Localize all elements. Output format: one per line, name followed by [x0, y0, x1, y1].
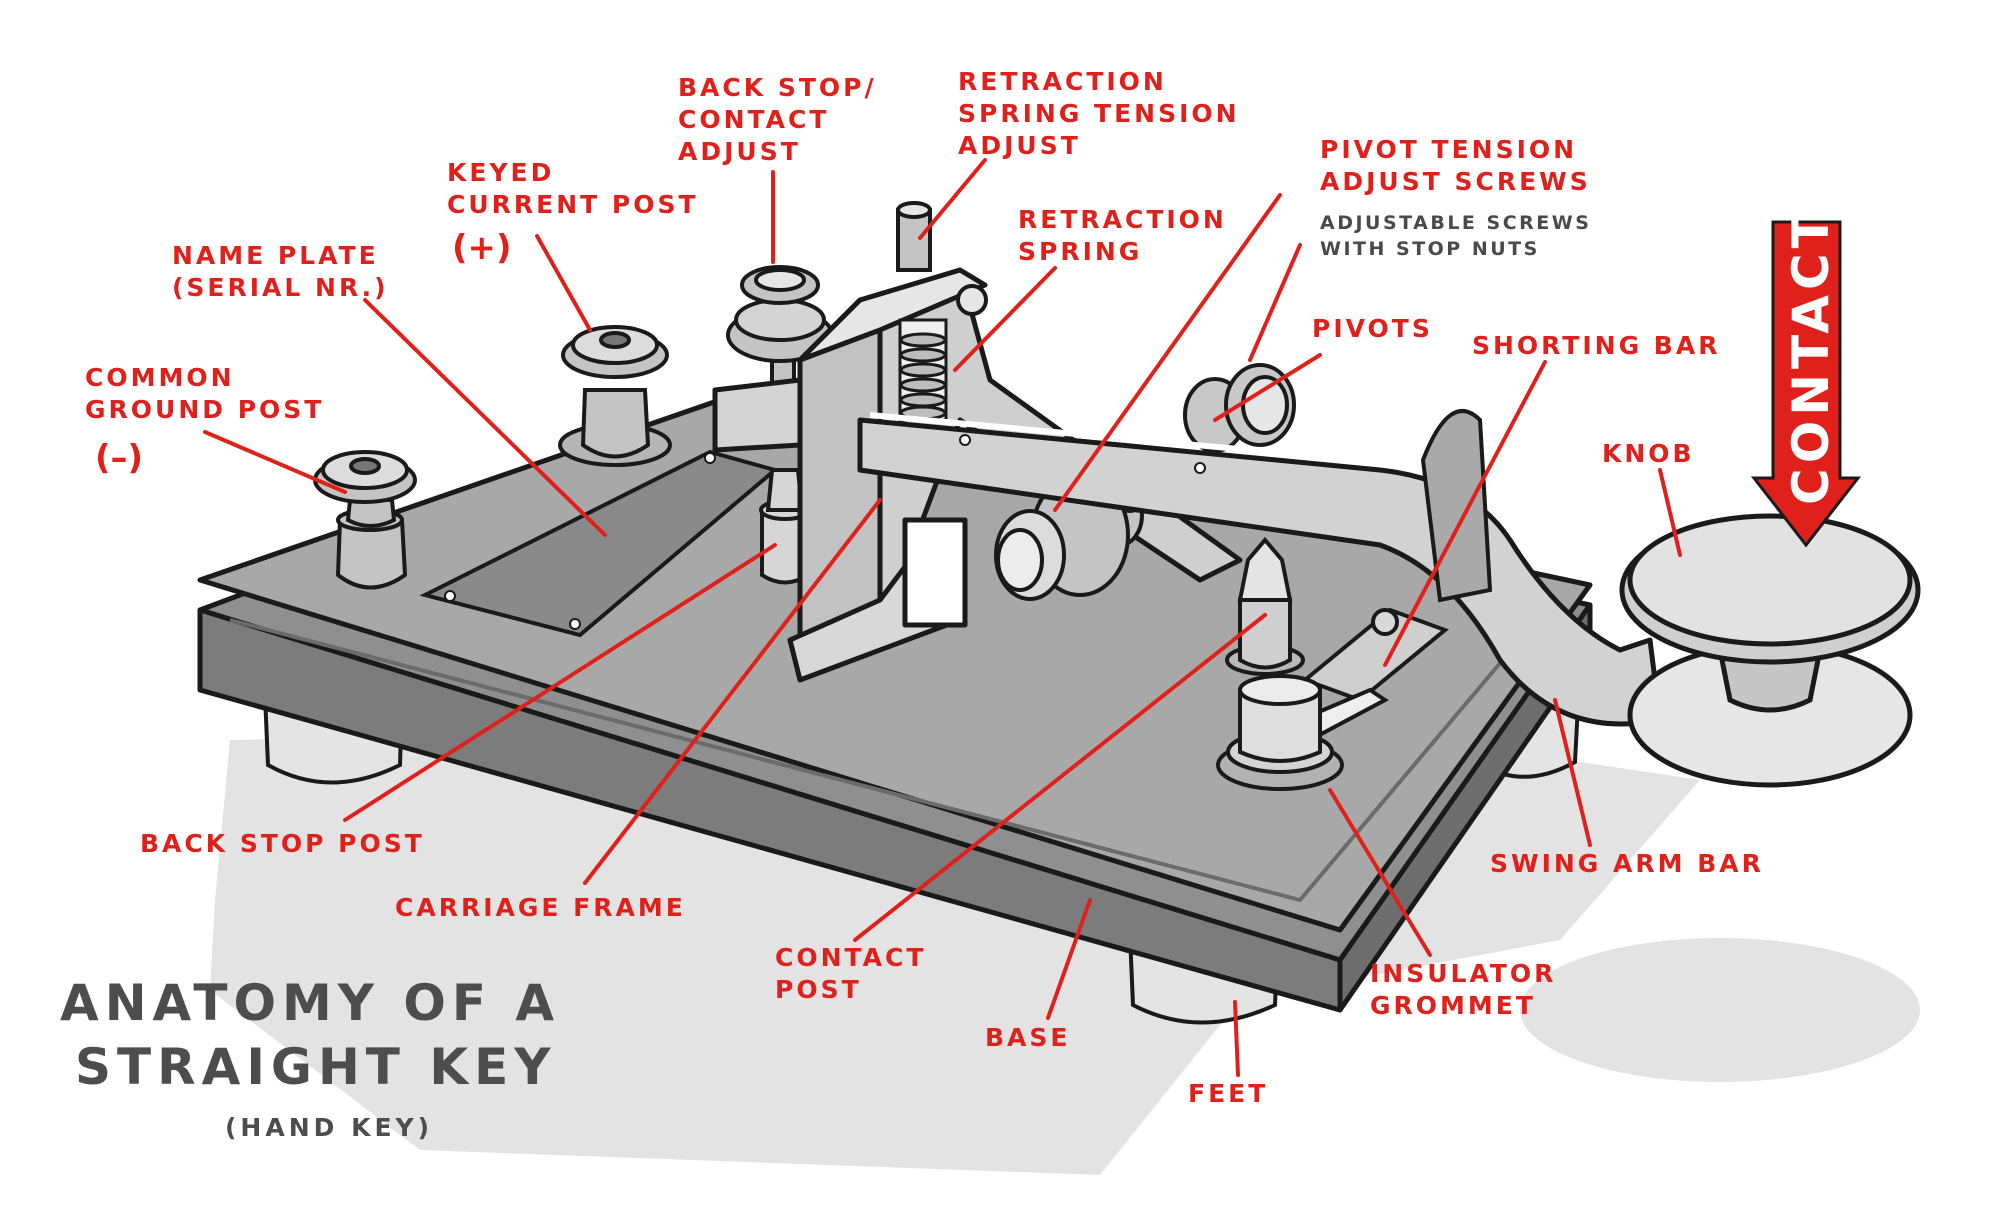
leader-retraction-spring-tension-adjust [918, 158, 987, 240]
pivot-assembly [1183, 363, 1296, 453]
label-common-ground-post: COMMON GROUND POST [85, 363, 325, 424]
label-base: BASE [985, 1023, 1071, 1052]
leader-contact-post [853, 613, 1267, 942]
label-contact-post: CONTACT POST [775, 943, 927, 1004]
label-retraction-spring: RETRACTION SPRING [1018, 205, 1227, 266]
leader-retraction-spring [953, 266, 1057, 372]
diagram-title-line2: STRAIGHT KEY [75, 1038, 557, 1096]
insulator-grommet [1216, 674, 1344, 791]
contact-arrow-label: CONTACT [1782, 209, 1840, 505]
leader-pivots [1213, 353, 1322, 422]
label-feet: FEET [1188, 1079, 1269, 1108]
label-shorting-bar: SHORTING BAR [1472, 331, 1721, 360]
keyed-current-post [558, 325, 672, 467]
leader-pivot-tension-screw-back [1248, 243, 1302, 362]
label-keyed-current-post: KEYED CURRENT POST [447, 158, 699, 219]
leader-lines [203, 158, 1682, 1077]
leader-feet [1233, 1000, 1240, 1077]
label-pivot-tension-note: ADJUSTABLE SCREWS WITH STOP NUTS [1320, 212, 1592, 260]
label-pivots: PIVOTS [1312, 314, 1433, 343]
diagram-subtitle: (HAND KEY) [225, 1113, 434, 1142]
label-keyed-current-post-sign: (+) [452, 228, 512, 268]
leader-pivot-tension-screw-front [1053, 193, 1282, 512]
retraction-spring [898, 318, 948, 422]
back-stop-post [759, 468, 811, 585]
leader-common-ground-post [203, 430, 347, 494]
label-back-stop-contact-adjust: BACK STOP/ CONTACT ADJUST [678, 73, 877, 166]
leader-name-plate [363, 298, 607, 537]
label-knob: KNOB [1602, 439, 1695, 468]
label-swing-arm-bar: SWING ARM BAR [1490, 849, 1764, 878]
leader-keyed-current-post [535, 234, 592, 332]
knob [1619, 513, 1921, 788]
pivot-tension-screw-front [994, 473, 1144, 601]
leader-knob [1658, 468, 1682, 557]
leader-back-stop-post [343, 543, 777, 822]
label-carriage-frame: CARRIAGE FRAME [395, 893, 686, 922]
label-retraction-spring-tension-adjust: RETRACTION SPRING TENSION ADJUST [958, 67, 1240, 160]
label-back-stop-post: BACK STOP POST [140, 829, 425, 858]
label-name-plate: NAME PLATE (SERIAL NR.) [172, 241, 389, 302]
label-common-ground-post-sign: (–) [95, 438, 144, 478]
back-stop-adjust-screw [726, 265, 834, 442]
contact-post [1225, 536, 1305, 676]
leader-shorting-bar [1383, 360, 1547, 667]
leader-swing-arm-bar [1553, 698, 1592, 847]
name-plate [419, 449, 780, 638]
leader-base [1046, 898, 1092, 1020]
label-pivot-tension-adjust-screws: PIVOT TENSION ADJUST SCREWS [1320, 135, 1591, 196]
retraction-spring-tension-screw [896, 201, 988, 316]
diagram-title-line1: ANATOMY OF A [60, 974, 561, 1032]
label-insulator-grommet: INSULATOR GROMMET [1370, 959, 1557, 1020]
leader-insulator-grommet [1328, 788, 1432, 957]
contact-arrow [1750, 220, 1862, 548]
leader-carriage-frame [583, 498, 882, 885]
